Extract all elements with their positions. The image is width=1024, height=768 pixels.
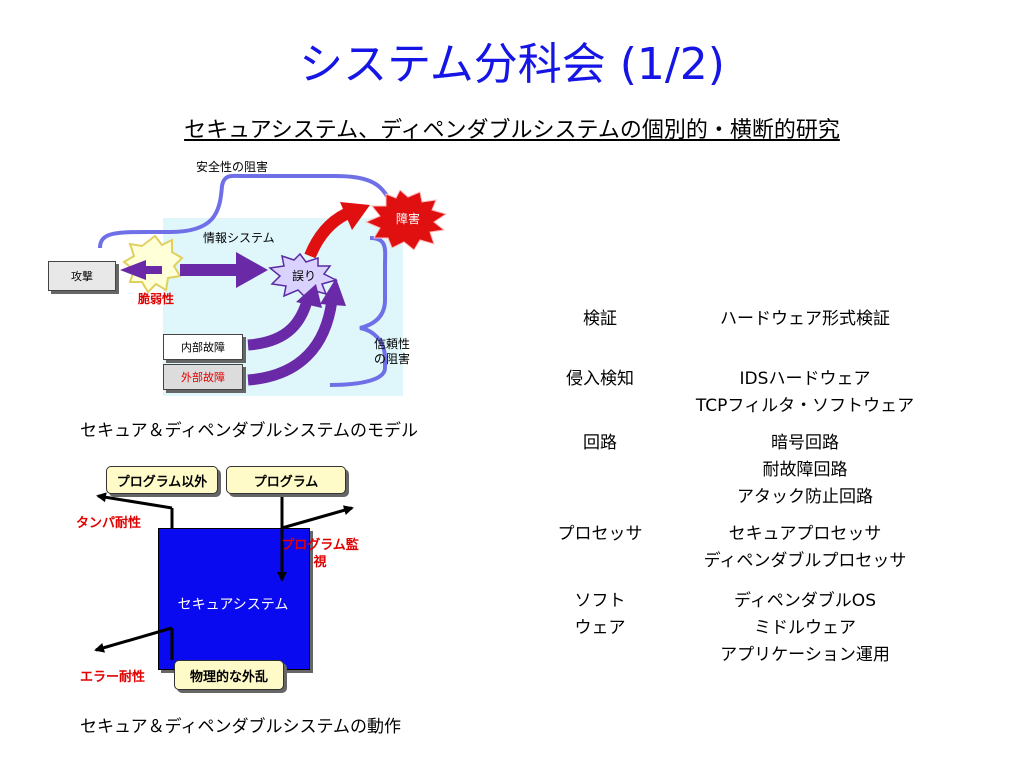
- table-row-2-left: 回路: [583, 433, 617, 453]
- page-title: システム分科会 (1/2): [299, 39, 725, 90]
- operation-caption: セキュア＆ディペンダブルシステムの動作: [80, 717, 401, 737]
- safety-brace: [98, 173, 390, 249]
- secure-system-label: セキュアシステム: [177, 597, 289, 613]
- model-caption: セキュア＆ディペンダブルシステムのモデル: [80, 421, 418, 441]
- table-row-1-left: 侵入検知: [566, 369, 634, 389]
- table-row-4-left: ソフトウェア: [574, 591, 626, 638]
- program-out-arrow: [281, 505, 354, 530]
- failure-label: 障害: [396, 212, 421, 226]
- vulnerability-shape: [122, 234, 184, 294]
- external-fault-arrow: [247, 299, 338, 386]
- internal-fault-arrow: [247, 296, 314, 351]
- external-fault-box: 外部故障: [163, 364, 243, 390]
- table-row-2-right: 暗号回路耐故障回路アタック防止回路: [737, 433, 873, 507]
- internal-fault-box: 内部故障: [163, 334, 243, 360]
- table-row-0-right: ハードウェア形式検証: [720, 309, 890, 329]
- error-tolerance-label: エラー耐性: [80, 670, 146, 685]
- page-subtitle: セキュアシステム、ディペンダブルシステムの個別的・横断的研究: [184, 118, 840, 143]
- table-row-3-right: セキュアプロセッサディペンダブルプロセッサ: [703, 524, 907, 571]
- tamper-arrow: [96, 492, 173, 510]
- tamper-label: タンパ耐性: [76, 516, 142, 531]
- vulnerability-to-error-arrow: [180, 252, 268, 288]
- error-to-failure-arrow: [304, 208, 349, 259]
- secure-system-box: [158, 528, 310, 670]
- non-program-box: プログラム以外: [106, 466, 218, 494]
- attack-arrow: [120, 260, 162, 280]
- physical-disturbance-box: 物理的な外乱: [174, 660, 284, 690]
- program-monitor-label: プログラム監 視: [281, 538, 359, 570]
- error-tolerance-arrow: [94, 626, 173, 653]
- safety-hazard-label: 安全性の阻害: [196, 160, 269, 174]
- attack-box: 攻撃: [48, 261, 116, 291]
- reliability-hazard-label: 信頼性 の阻害: [374, 337, 411, 366]
- program-box: プログラム: [226, 466, 346, 494]
- failure-shape: [364, 189, 448, 251]
- table-row-0-left: 検証: [583, 309, 617, 329]
- error-label: 誤り: [292, 269, 317, 283]
- vulnerability-label: 脆弱性: [138, 292, 175, 306]
- table-row-3-left: プロセッサ: [557, 524, 643, 544]
- reliability-brace: [329, 236, 388, 387]
- info-system-label: 情報システム: [203, 231, 275, 245]
